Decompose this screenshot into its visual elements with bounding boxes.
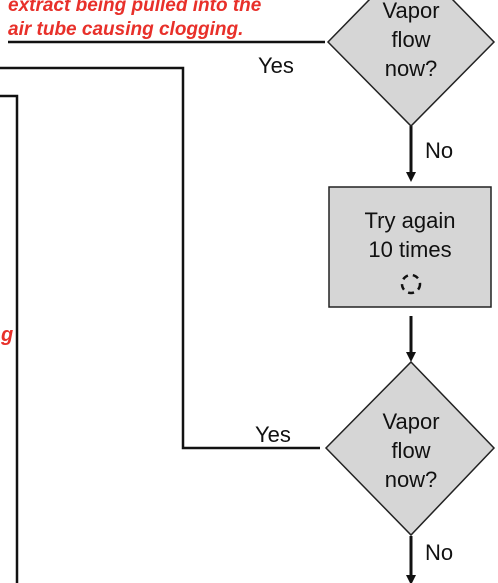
- decision-1-line-3: now?: [384, 56, 438, 81]
- decision-2-line-3: now?: [384, 467, 438, 492]
- yes-connector-2: [0, 66, 320, 450]
- decision-2-no-label: No: [425, 540, 454, 565]
- process-text: Try again 10 times: [329, 206, 491, 264]
- process-box: [328, 186, 492, 308]
- left-loop-line: [0, 94, 19, 583]
- decision-1-yes-label: Yes: [258, 53, 294, 78]
- left-fragment-red: g: [1, 324, 14, 346]
- decision-diamond-1: [326, 0, 496, 128]
- decision-2-yes-label: Yes: [255, 422, 291, 447]
- decision-1-line-2: flow: [391, 27, 431, 52]
- decision-1-no-label: No: [425, 138, 454, 163]
- process-line-2: 10 times: [368, 237, 452, 262]
- process-line-1: Try again: [364, 208, 456, 233]
- red-note-line-1: extract being pulled into the: [8, 0, 262, 16]
- red-note-line-2: air tube causing clogging.: [8, 19, 244, 40]
- decision-2-line-2: flow: [391, 438, 431, 463]
- decision-1-text: Vapor flow now?: [361, 0, 461, 83]
- decision-2-text: Vapor flow now?: [361, 407, 461, 494]
- decision-1-line-1: Vapor: [382, 0, 440, 23]
- red-note: extract being pulled into the air tube c…: [8, 0, 328, 42]
- decision-diamond-2: [324, 360, 496, 537]
- decision-2-line-1: Vapor: [382, 409, 440, 434]
- dashed-circle-icon: [400, 273, 422, 295]
